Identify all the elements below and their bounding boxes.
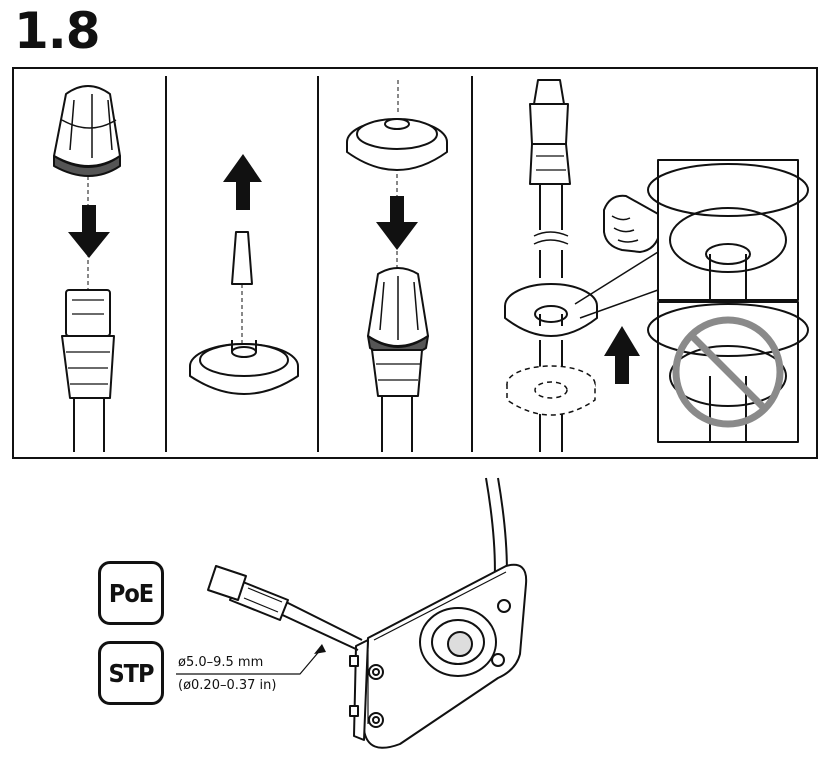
connector-top-icon <box>529 79 571 185</box>
instruction-panel-frame <box>12 67 818 459</box>
camera-mount-illustration <box>176 477 528 749</box>
panel-3-grommet-onto-cap <box>346 80 448 452</box>
poe-badge: PoE <box>98 561 164 625</box>
gasket-icon <box>504 283 598 337</box>
arrow-down-icon <box>376 196 418 250</box>
grommet-icon <box>189 340 299 395</box>
capped-connector-icon <box>367 267 429 452</box>
prohibited-icon <box>672 316 784 428</box>
arrow-up-icon <box>604 326 640 384</box>
panel-1-cap-onto-connector <box>53 85 121 452</box>
step-number: 1.8 <box>14 2 101 60</box>
panel-2-remove-plug <box>189 154 299 395</box>
gasket-ghost-icon <box>506 365 596 416</box>
grommet-icon <box>346 118 448 171</box>
cable-diameter-mm: ø5.0–9.5 mm <box>178 655 264 670</box>
arrow-up-icon <box>223 154 262 210</box>
plug-icon <box>231 231 253 285</box>
rj45-connector-icon <box>61 289 115 452</box>
cable-diameter-in: (ø0.20–0.37 in) <box>178 678 277 693</box>
panel-4-push-gasket <box>504 79 809 452</box>
arrow-down-icon <box>68 205 110 258</box>
protective-cap-icon <box>53 85 121 177</box>
panel-dividers <box>165 76 473 452</box>
stp-badge: STP <box>98 641 164 705</box>
detail-correct-box <box>647 159 809 301</box>
detail-incorrect-box <box>647 301 809 443</box>
